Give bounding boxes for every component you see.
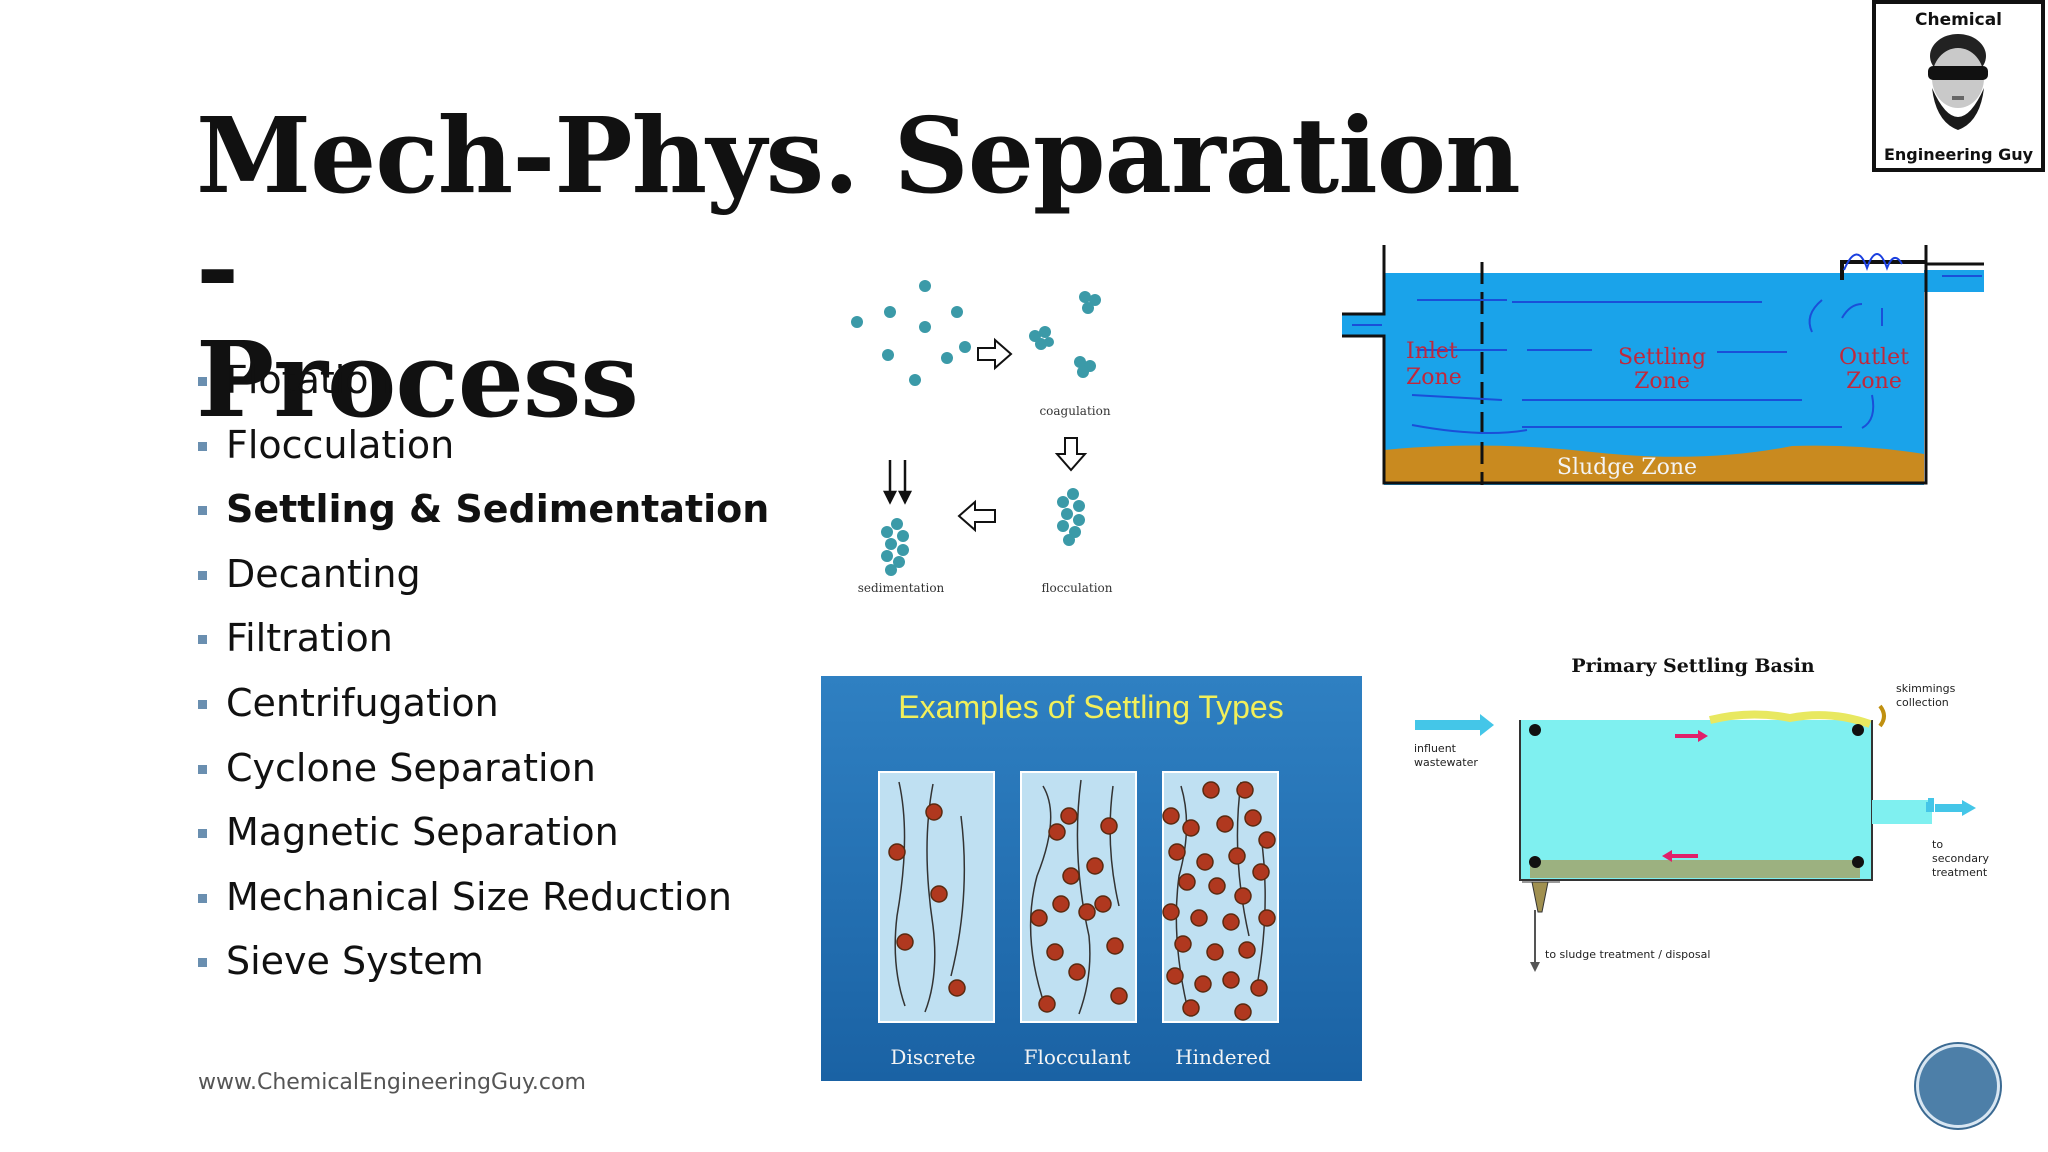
bullet-marker: [198, 377, 207, 386]
bullet-item: Sieve System: [196, 934, 769, 999]
bullet-label: Sieve System: [226, 939, 484, 984]
settling-zone-label-2: Zone: [1634, 369, 1690, 394]
bullet-label: Centrifugation: [226, 680, 499, 725]
label-coagulation: coagulation: [1039, 404, 1110, 418]
bullet-marker: [198, 699, 207, 709]
footer-url[interactable]: www.ChemicalEngineeringGuy.com: [198, 1070, 586, 1095]
primary-settling-basin-diagram: Primary Settling Basin skimmings collect…: [1414, 655, 1989, 972]
bullet-label: Flotation: [226, 358, 393, 402]
bullet-label: Magnetic Separation: [226, 810, 619, 855]
flocs: [1057, 488, 1085, 546]
coagulated-clusters: [1029, 291, 1101, 378]
sludge-disposal-label: to sludge treatment / disposal: [1545, 948, 1710, 961]
logo-text-top: Chemical: [1914, 10, 2003, 30]
bearded-face-icon: [1928, 34, 1988, 130]
sludge-zone-label: Sludge Zone: [1557, 455, 1697, 480]
secondary-label-3: treatment: [1932, 866, 1988, 879]
arrow-left-icon: [957, 499, 996, 533]
outlet-zone-label-2: Zone: [1846, 369, 1902, 394]
settling-types-panel: Examples of Settling Types Discrete Floc…: [821, 676, 1362, 1081]
settling-tank-zones-diagram: Inlet Zone Settling Zone Outlet Zone Slu…: [1342, 245, 1984, 485]
channel-logo: Chemical Engineering Guy: [1872, 0, 2045, 172]
bullet-label: Flocculation: [226, 422, 455, 467]
settling-type-label: Flocculant: [1024, 1045, 1131, 1069]
settling-type-label: Discrete: [890, 1045, 975, 1069]
bullet-marker: [198, 829, 207, 839]
slide-title-line2: Process: [196, 318, 639, 441]
settling-type-label: Hindered: [1175, 1045, 1271, 1069]
influent-label-2: wastewater: [1414, 756, 1478, 769]
label-flocculation: flocculation: [1041, 581, 1112, 595]
bullet-marker: [198, 570, 207, 580]
bullet-item: Flotation: [196, 353, 769, 418]
bullet-item: Filtration: [196, 611, 769, 676]
skimmings-label: skimmings: [1896, 682, 1956, 695]
bullet-marker: [198, 635, 207, 645]
arrow-right-icon: [977, 337, 1013, 371]
bullet-marker: [198, 441, 207, 451]
bullet-label: Filtration: [226, 616, 393, 661]
slide-title-line1: Mech-Phys. Separation -: [196, 94, 1521, 329]
inlet-zone-label-2: Zone: [1406, 365, 1462, 390]
bullet-marker: [198, 764, 207, 774]
bullet-list: Flotation Flocculation Settling & Sedime…: [196, 353, 769, 999]
double-down-arrow-icon: [882, 460, 913, 505]
settling-types-title: Examples of Settling Types: [898, 689, 1283, 725]
bullet-item: Magnetic Separation: [196, 805, 769, 870]
bullet-item: Decanting: [196, 547, 769, 612]
logo-text-bottom: Engineering Guy: [1883, 145, 2034, 164]
skimmings-label-2: collection: [1896, 696, 1949, 709]
slide-title: Mech-Phys. Separation - Process: [196, 100, 1576, 436]
outlet-zone-label: Outlet: [1839, 345, 1909, 370]
bullet-item: Centrifugation: [196, 676, 769, 741]
bullet-label: Settling & Sedimentation: [226, 487, 770, 532]
settling-zone-label: Settling: [1618, 345, 1706, 370]
secondary-label: to: [1932, 838, 1943, 851]
arrow-down-icon: [1054, 437, 1088, 472]
settled-flocs: [881, 518, 909, 576]
basin-title: Primary Settling Basin: [1571, 655, 1814, 677]
bullet-label: Cyclone Separation: [226, 745, 596, 790]
bullet-label: Decanting: [226, 551, 421, 596]
flow-arrows: [1352, 275, 1982, 435]
bullet-item-active: Settling & Sedimentation: [196, 482, 769, 547]
bullet-item: Mechanical Size Reduction: [196, 870, 769, 935]
bullet-label: Mechanical Size Reduction: [226, 874, 732, 919]
slide-nav-button[interactable]: [1916, 1044, 2000, 1128]
influent-label: influent: [1414, 742, 1457, 755]
label-sedimentation: sedimentation: [858, 581, 945, 595]
bullet-item: Flocculation: [196, 418, 769, 483]
flocculation-process-diagram: coagulation flocculation sedimentation: [851, 280, 1113, 595]
bullet-marker: [198, 893, 207, 903]
bullet-item: Cyclone Separation: [196, 741, 769, 806]
bullet-marker: [198, 958, 207, 968]
bullet-marker: [198, 506, 207, 516]
dispersed-particles: [851, 280, 971, 386]
inlet-zone-label: Inlet: [1406, 339, 1458, 364]
secondary-label-2: secondary: [1932, 852, 1989, 865]
